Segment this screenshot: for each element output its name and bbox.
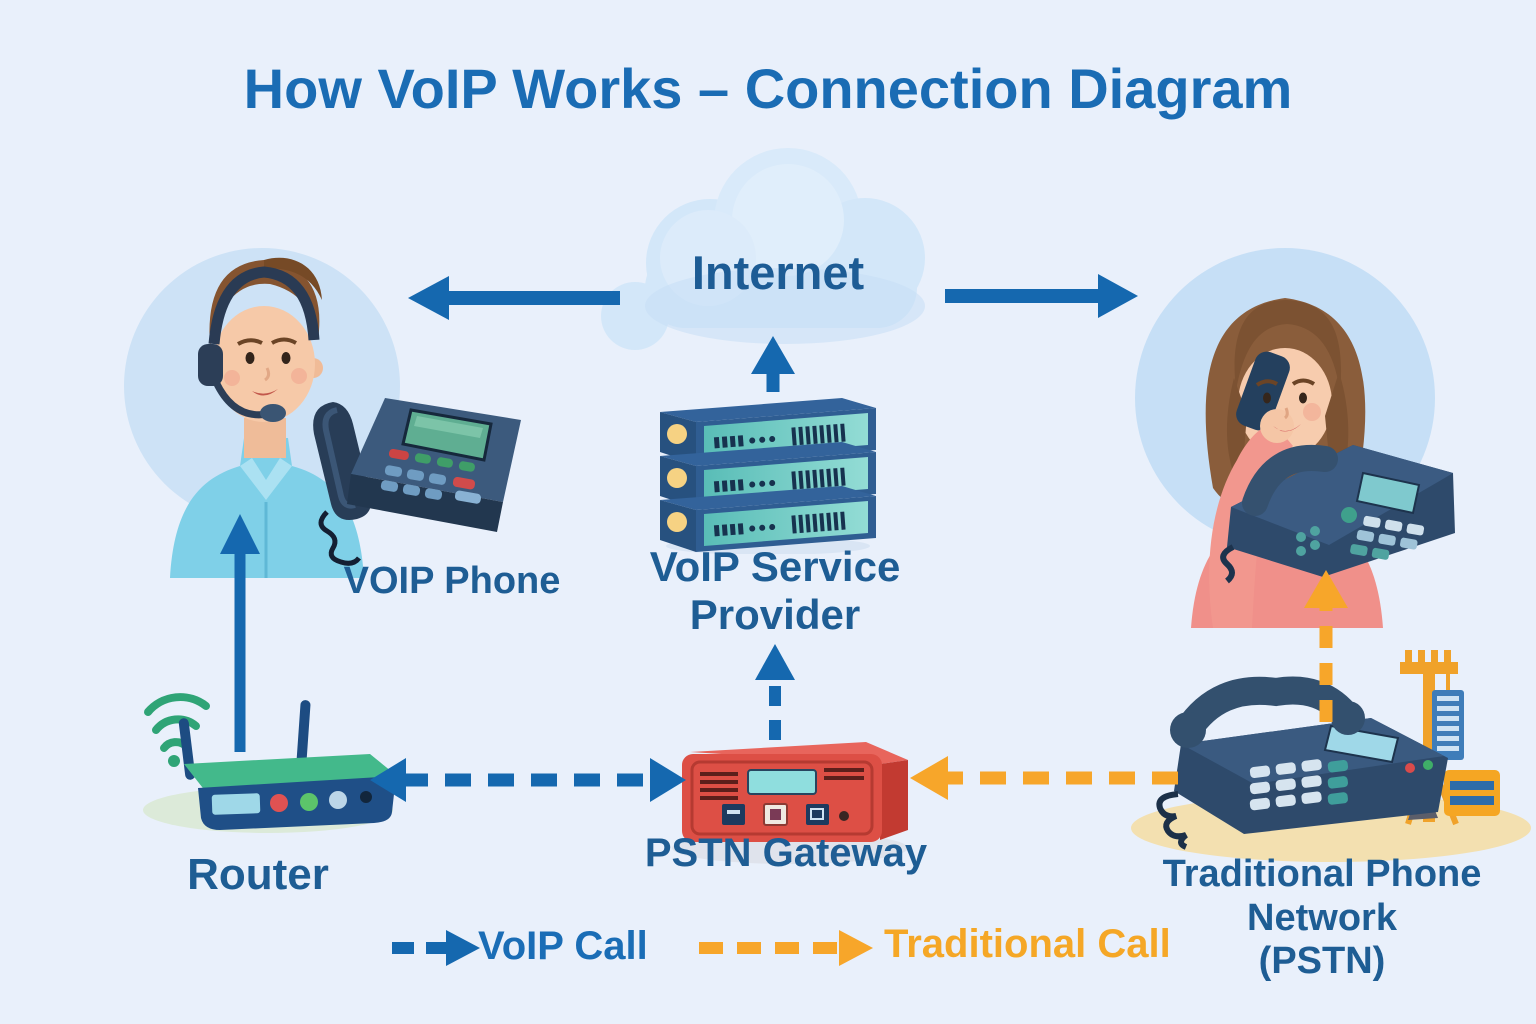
- legend-voip-call-label: VoIP Call: [478, 924, 648, 968]
- handset-icon: [1242, 445, 1338, 516]
- legend-traditional-call-label: Traditional Call: [884, 922, 1171, 966]
- internet-label: Internet: [691, 246, 865, 299]
- voip-phone-label: VOIP Phone: [343, 560, 561, 602]
- keypad: [1249, 759, 1349, 811]
- handset-icon: [1174, 676, 1362, 744]
- server-stack-icon: [660, 398, 876, 554]
- pstn-gateway-label: PSTN Gateway: [644, 831, 928, 875]
- mobile-phone-icon: [1236, 351, 1290, 431]
- microphone-icon: [260, 404, 286, 422]
- legend-traditional-call-arrow-icon: [699, 930, 873, 966]
- pstn-gateway-icon: [672, 742, 908, 864]
- phone-cord: [1156, 791, 1188, 850]
- router-label: Router: [187, 850, 329, 899]
- phone-cord: [318, 510, 361, 566]
- server-unit: [660, 486, 876, 552]
- headset-icon: [208, 266, 320, 345]
- traditional-phone-icon: [1131, 650, 1531, 862]
- internet-cloud-icon: [601, 148, 925, 350]
- phone-cord: [1220, 544, 1235, 584]
- voip-service-provider-label: VoIP Service Provider: [649, 543, 901, 639]
- wifi-icon: [144, 693, 210, 752]
- desk-phone-icon: [1220, 445, 1455, 584]
- arrow-internet-to-voip-user: [408, 276, 620, 320]
- legend-voip-call-arrow-icon: [392, 930, 480, 966]
- voip-phone-icon: [313, 398, 521, 566]
- keypad: [380, 448, 482, 504]
- page-title: How VoIP Works – Connection Diagram: [243, 57, 1293, 120]
- arrow-router-gateway: [370, 758, 686, 802]
- traditional-phone-network-label: Traditional Phone Network (PSTN): [1162, 853, 1482, 983]
- router-icon: [143, 693, 402, 833]
